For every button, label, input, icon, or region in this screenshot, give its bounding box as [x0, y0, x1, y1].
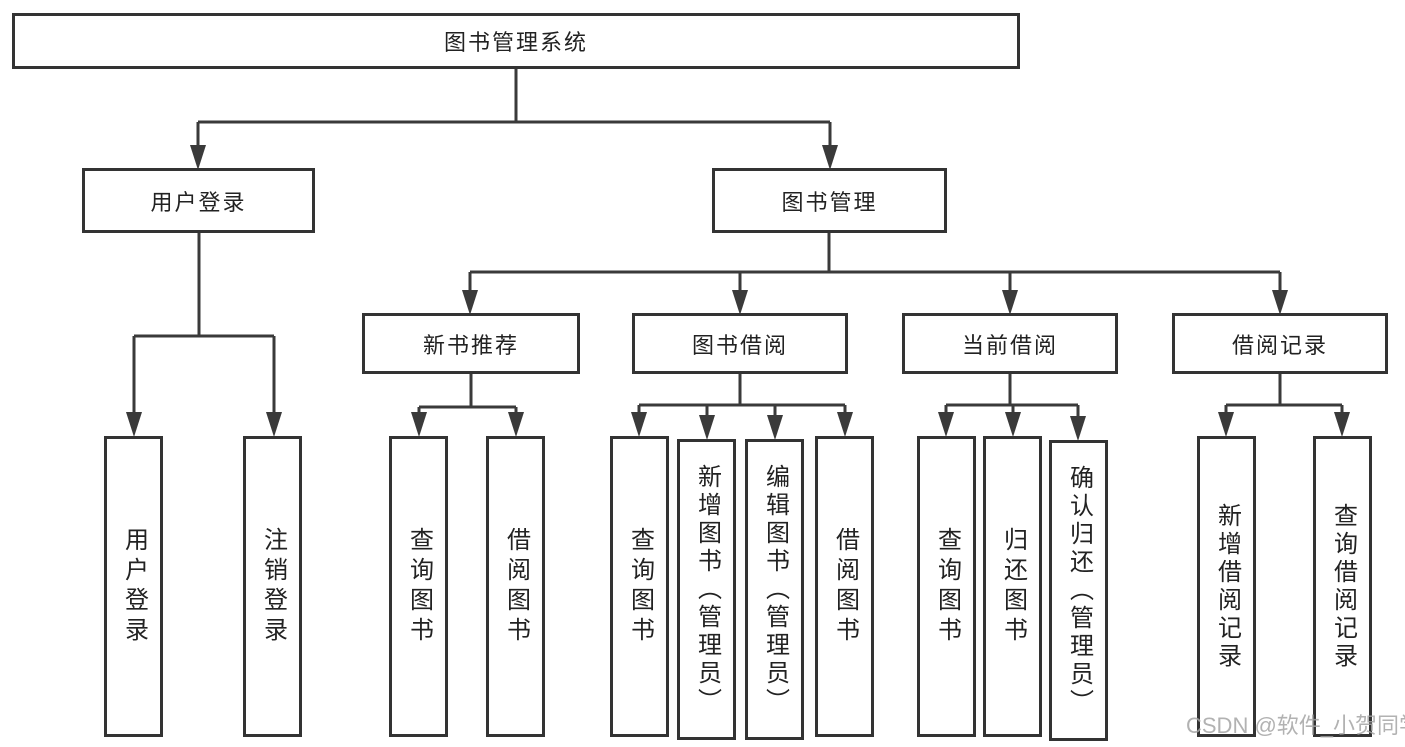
node-book-borrowing: 图书借阅 — [632, 313, 848, 374]
node-label: 当前借阅 — [961, 332, 1058, 358]
connector-root-to-level2 — [190, 68, 838, 170]
leaf-label: 查询图书 — [933, 526, 961, 647]
leaf-search-books: 查询图书 — [917, 436, 976, 737]
node-current-borrowing: 当前借阅 — [902, 313, 1118, 374]
connector-records-to-leaves — [1218, 374, 1350, 437]
leaf-label: 确认归还（管理员） — [1065, 464, 1093, 717]
node-label: 图书管理系统 — [443, 30, 588, 55]
leaf-borrow-books: 借阅图书 — [486, 436, 545, 737]
leaf-add-borrow-record: 新增借阅记录 — [1197, 436, 1256, 737]
node-borrowing-records: 借阅记录 — [1172, 313, 1388, 374]
csdn-watermark: CSDN @软件_小贺同学 — [1186, 713, 1405, 738]
leaf-return-books: 归还图书 — [983, 436, 1042, 737]
node-label: 图书管理 — [781, 189, 878, 215]
node-book-management: 图书管理 — [712, 168, 947, 233]
leaf-add-books-admin: 新增图书（管理员） — [677, 439, 736, 740]
leaf-label: 注销登录 — [259, 526, 287, 647]
leaf-label: 新增借阅记录 — [1213, 502, 1241, 671]
connector-userlogin-to-leaves — [126, 233, 282, 437]
leaf-search-borrow-record: 查询借阅记录 — [1313, 436, 1372, 737]
leaf-label: 查询图书 — [626, 526, 654, 647]
leaf-edit-books-admin: 编辑图书（管理员） — [745, 439, 804, 740]
leaf-label: 用户登录 — [120, 526, 148, 647]
connector-current-to-leaves — [938, 374, 1086, 441]
node-library-management-system: 图书管理系统 — [12, 13, 1020, 69]
connector-newrec-to-leaves — [411, 374, 524, 437]
leaf-label: 归还图书 — [999, 526, 1027, 647]
node-label: 图书借阅 — [691, 332, 788, 358]
node-label: 新书推荐 — [422, 332, 519, 358]
node-label: 借阅记录 — [1231, 332, 1328, 358]
leaf-label: 查询借阅记录 — [1329, 502, 1357, 671]
connector-bookmgmt-to-level3 — [462, 233, 1288, 315]
leaf-search-books: 查询图书 — [610, 436, 669, 737]
connector-borrow-to-leaves — [631, 374, 853, 440]
leaf-label: 新增图书（管理员） — [693, 463, 721, 716]
node-new-book-recommend: 新书推荐 — [362, 313, 580, 374]
leaf-search-books: 查询图书 — [389, 436, 448, 737]
node-user-login: 用户登录 — [82, 168, 315, 233]
leaf-label: 查询图书 — [405, 526, 433, 647]
node-label: 用户登录 — [150, 189, 247, 215]
leaf-confirm-return-admin: 确认归还（管理员） — [1049, 440, 1108, 741]
leaf-label: 借阅图书 — [502, 526, 530, 647]
leaf-borrow-books: 借阅图书 — [815, 436, 874, 737]
leaf-logout: 注销登录 — [243, 436, 302, 737]
leaf-label: 借阅图书 — [831, 526, 859, 647]
leaf-label: 编辑图书（管理员） — [761, 463, 789, 716]
leaf-user-login: 用户登录 — [104, 436, 163, 737]
